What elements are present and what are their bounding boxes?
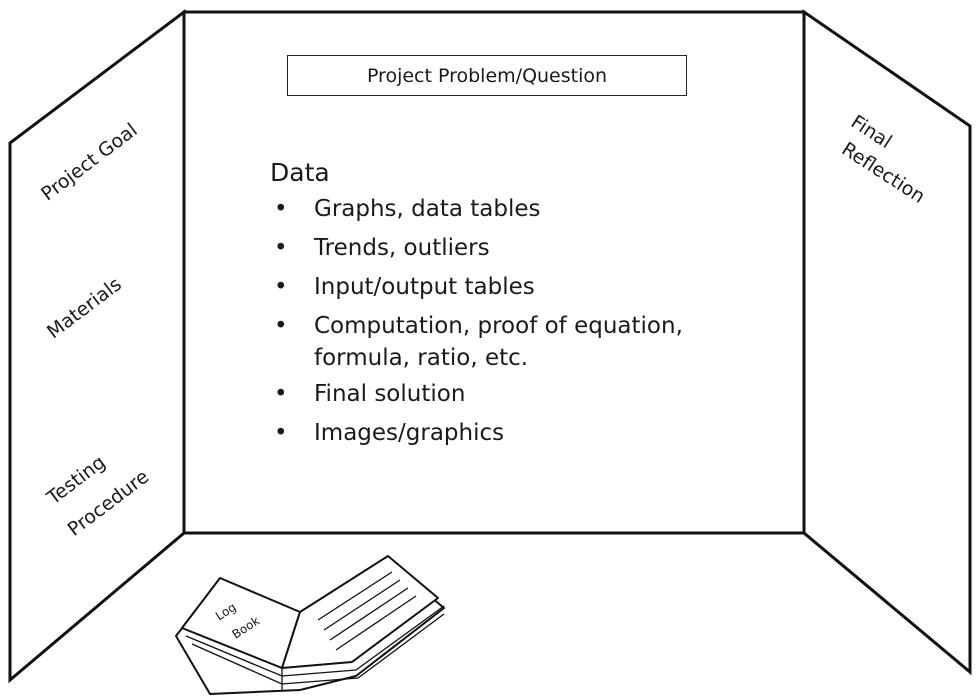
list-item-text: Input/output tables bbox=[314, 274, 535, 300]
right-panel bbox=[802, 9, 972, 676]
left-panel bbox=[8, 8, 186, 684]
list-item: • Computation, proof of equation, formul… bbox=[274, 313, 683, 371]
data-section: Data • Graphs, data tables • Trends, out… bbox=[270, 157, 790, 456]
data-heading: Data bbox=[270, 158, 330, 187]
list-item-text: Graphs, data tables bbox=[314, 196, 541, 222]
list-item: • Final solution bbox=[274, 381, 466, 407]
list-item: • Trends, outliers bbox=[274, 235, 490, 261]
center-panel bbox=[182, 10, 806, 535]
list-item: • Input/output tables bbox=[274, 274, 535, 300]
list-item-text: Final solution bbox=[314, 381, 466, 407]
list-item-text: Images/graphics bbox=[314, 420, 505, 446]
log-book-icon: Log Book bbox=[175, 555, 445, 695]
project-question-title: Project Problem/Question bbox=[366, 64, 608, 87]
list-item: • Graphs, data tables bbox=[274, 196, 541, 222]
project-question-box: Project Problem/Question bbox=[287, 55, 687, 96]
list-item: • Images/graphics bbox=[274, 420, 505, 446]
list-item-text: Computation, proof of equation, formula,… bbox=[314, 313, 683, 371]
list-item-text: Trends, outliers bbox=[314, 235, 490, 261]
book-right-page bbox=[281, 555, 439, 669]
data-list: • Graphs, data tables • Trends, outliers… bbox=[270, 193, 790, 449]
